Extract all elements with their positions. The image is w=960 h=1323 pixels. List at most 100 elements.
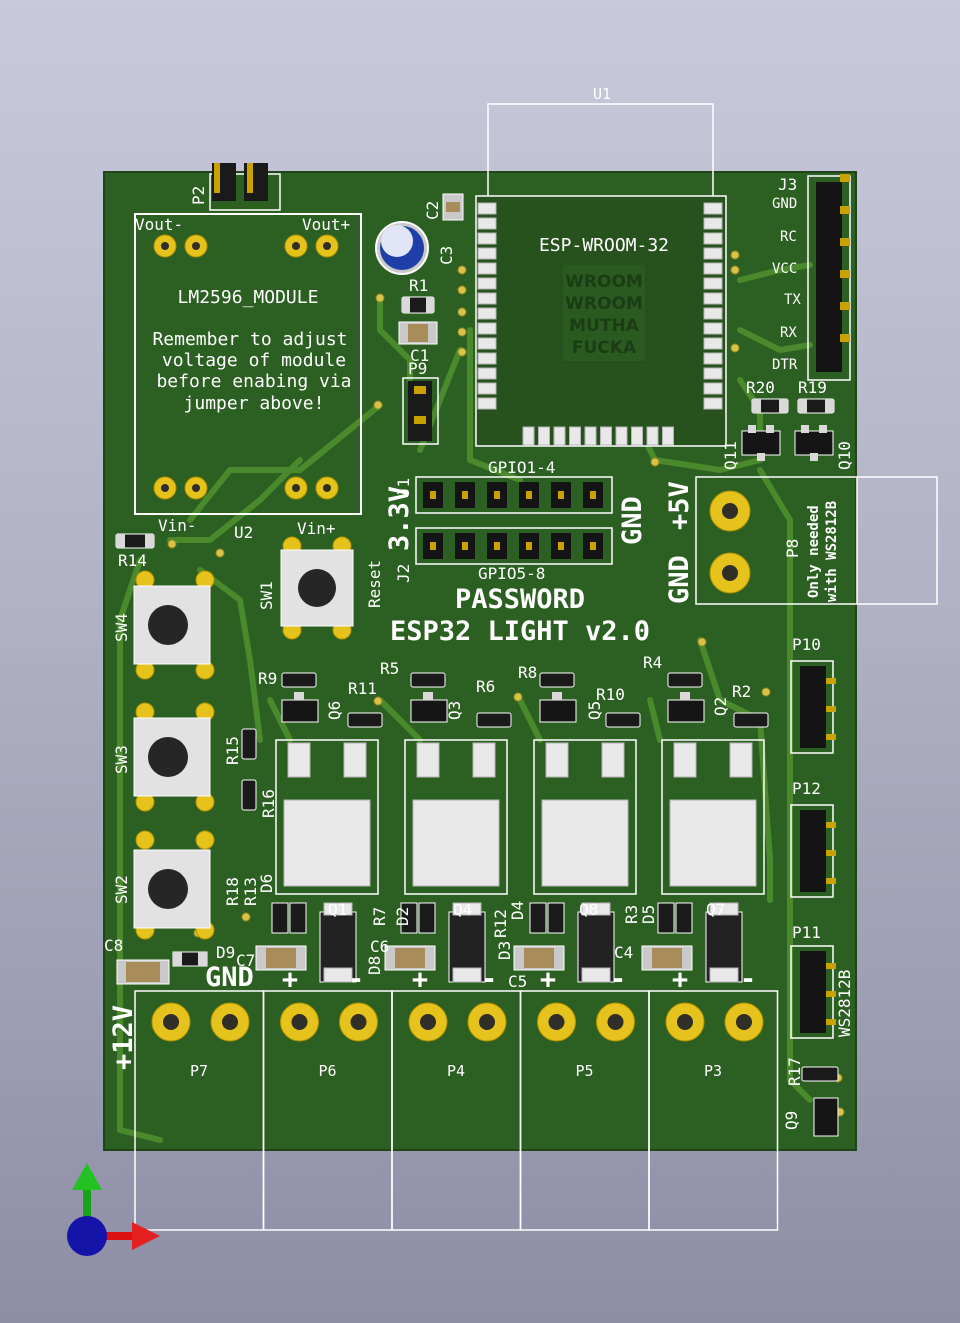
diode: [547, 902, 565, 934]
sw1-reset-label: Reset: [365, 560, 384, 608]
c3-electrolytic-capacitor: C3: [375, 221, 456, 275]
plus-mark: +: [412, 964, 428, 995]
output-polarity-marks: ++++----: [282, 964, 756, 995]
plus-mark: +: [282, 964, 298, 995]
mosfet-outline: [661, 739, 765, 895]
vin-plus-label: Vin+: [297, 519, 336, 538]
esp32-pad: [477, 232, 497, 245]
q10-transistor: Q10: [794, 425, 854, 470]
transistor-lead: [294, 692, 304, 700]
header-pin: [840, 174, 850, 182]
small-transistor: [281, 699, 319, 723]
terminal-hole: [677, 1014, 693, 1030]
resistor: [281, 672, 317, 688]
header-pin: [840, 270, 850, 278]
svg-text:Q6: Q6: [325, 701, 344, 720]
svg-text:Q8: Q8: [579, 900, 598, 919]
mosfet-pad: [343, 742, 367, 778]
svg-text:C5: C5: [508, 972, 527, 991]
diode-pad: [709, 967, 739, 983]
esp32-pad: [703, 202, 723, 215]
diode: [271, 902, 289, 934]
c8-capacitor: [116, 959, 170, 985]
sw1-reset-button[interactable]: SW1 Reset: [257, 536, 384, 640]
svg-text:C6: C6: [370, 937, 389, 956]
u1-ref: U1: [593, 85, 611, 103]
j2-gpio-header-5-8[interactable]: J2: [394, 527, 613, 583]
j1-gpio-header-1-4[interactable]: J1: [394, 476, 613, 514]
sw4-button[interactable]: SW4: [112, 570, 215, 680]
p8-ref: P8: [783, 539, 802, 558]
sw3-button[interactable]: SW3: [112, 702, 215, 812]
mosfet-pad: [729, 742, 753, 778]
p8-5v-label: +5V: [664, 481, 695, 530]
lm2596-pads: [153, 234, 339, 500]
p12-header[interactable]: P12: [790, 779, 836, 898]
j3-uart-header[interactable]: J3: [778, 174, 851, 381]
svg-text:D5: D5: [639, 905, 658, 924]
esp32-pad: [600, 426, 612, 446]
terminal-courtyard: [648, 990, 779, 1231]
transistor-lead: [423, 692, 433, 700]
p9-jumper[interactable]: P9: [402, 359, 439, 445]
p8-gnd-label: GND: [664, 555, 695, 604]
small-transistor: [667, 699, 705, 723]
svg-text:Q10: Q10: [835, 441, 854, 470]
output-gnd-label: GND: [205, 962, 254, 993]
terminal-hole: [479, 1014, 495, 1030]
svg-text:R14: R14: [118, 551, 147, 570]
esp32-pad: [703, 247, 723, 260]
esp32-pad: [615, 426, 628, 446]
j3-pin-labels: GND RC VCC TX RX DTR: [772, 196, 801, 373]
header-pin: [494, 491, 500, 499]
svg-text:SW2: SW2: [112, 875, 131, 904]
d6-ref: D6: [257, 874, 276, 893]
q11-transistor: Q11: [721, 425, 781, 470]
minus-mark: -: [610, 964, 626, 995]
v33-label: 3.3V: [384, 486, 415, 551]
resistor: [410, 672, 446, 688]
r19-resistor: R19: [797, 378, 835, 414]
svg-text:R10: R10: [596, 685, 625, 704]
header-pin: [840, 302, 850, 310]
diode: [289, 902, 307, 934]
vin-minus-label: Vin-: [158, 516, 197, 535]
small-transistor: [539, 699, 577, 723]
diode-pad: [323, 902, 353, 916]
vout-plus-label: Vout+: [302, 215, 350, 234]
sw2-button[interactable]: SW2: [112, 830, 215, 940]
esp32-pad: [569, 426, 581, 446]
svg-text:R5: R5: [380, 659, 399, 678]
mosfet-tab: [283, 799, 371, 887]
sw1-ref: SW1: [257, 581, 276, 610]
mosfet-pad: [287, 742, 311, 778]
header-pin: [462, 491, 468, 499]
svg-text:D4: D4: [508, 901, 527, 920]
p2-jumper[interactable]: P2: [189, 163, 281, 211]
p8-power-terminal[interactable]: [709, 490, 751, 594]
p8-note-2: with WS2812B: [824, 501, 840, 602]
terminal-ref: P6: [318, 1062, 336, 1080]
svg-text:WS2812B: WS2812B: [835, 970, 854, 1037]
header-pin: [526, 491, 532, 499]
esp32-pad: [703, 367, 723, 380]
esp32-left-pads: [477, 202, 497, 410]
esp32-pad: [703, 292, 723, 305]
esp32-pad: [703, 262, 723, 275]
diode-pad: [452, 902, 482, 916]
q9-transistor: Q9: [782, 1097, 839, 1137]
diode-pad: [581, 902, 611, 916]
header-pin: [526, 542, 532, 550]
svg-text:C4: C4: [614, 943, 633, 962]
resistor: [347, 712, 383, 728]
svg-text:R15: R15: [223, 736, 242, 765]
transistor-lead: [680, 692, 690, 700]
svg-text:P11: P11: [792, 923, 821, 942]
esp32-pad: [662, 426, 674, 446]
diode-pad: [581, 967, 611, 983]
p11-ws2812b-header[interactable]: P11 WS2812B: [790, 923, 854, 1039]
p10-header[interactable]: P10: [790, 635, 836, 754]
terminal-hole: [607, 1014, 624, 1030]
